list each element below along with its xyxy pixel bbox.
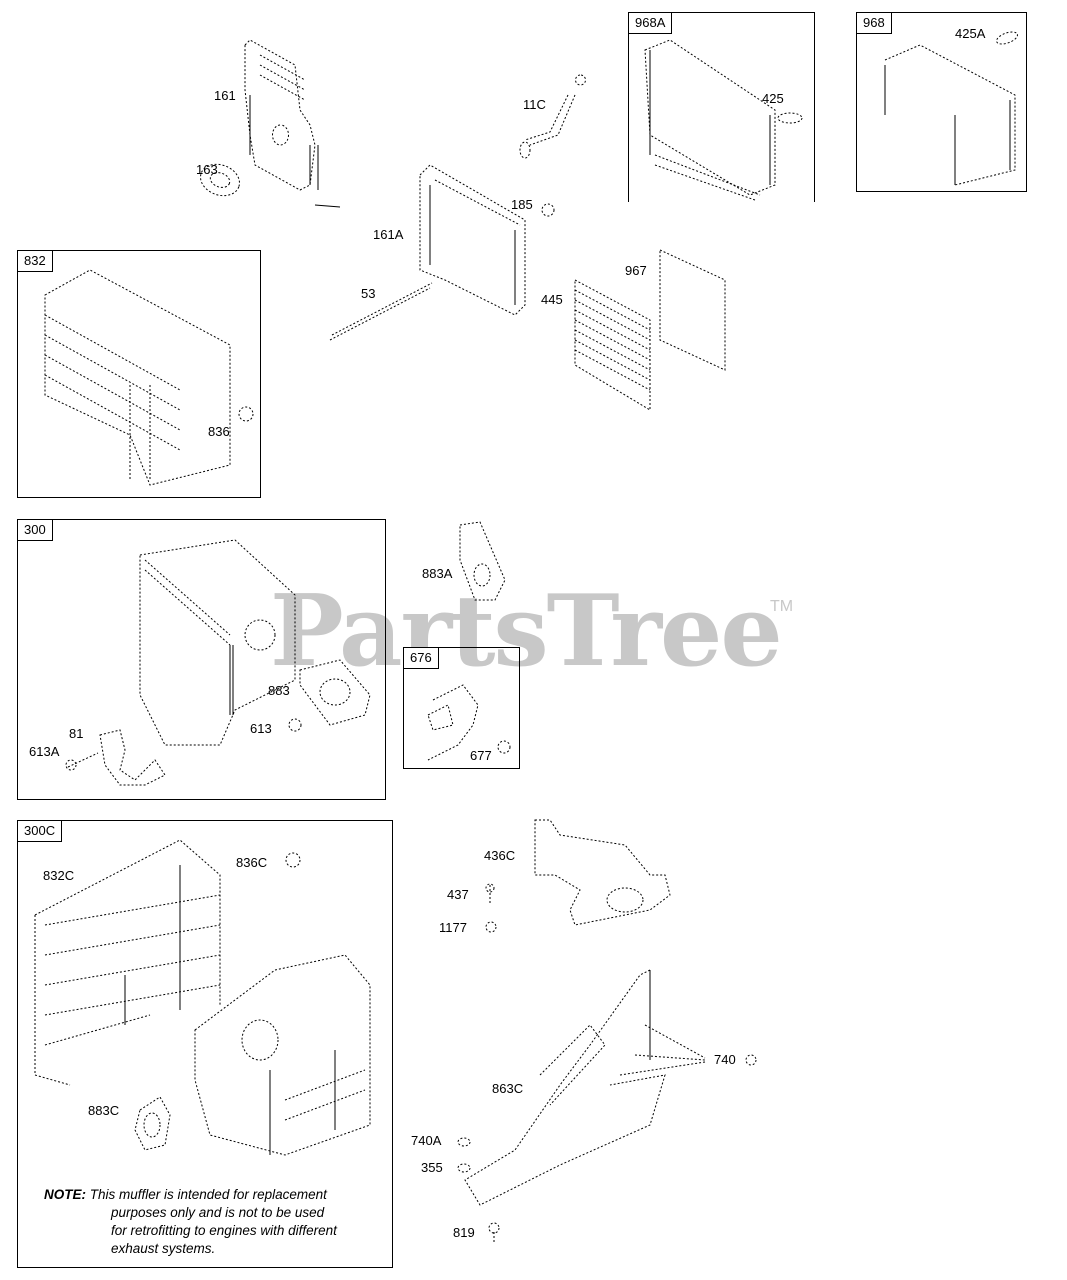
precleaner-967-drawing [659,249,726,371]
box-676: 676 [403,647,520,769]
callout-740a[interactable]: 740A [411,1133,442,1148]
screw-613-drawing [288,718,302,732]
callout-355[interactable]: 355 [421,1160,443,1175]
box-tag-300: 300 [18,520,53,541]
nut-1177-drawing [485,921,497,933]
box-tag-676: 676 [404,648,439,669]
note-heading: NOTE: [44,1187,86,1202]
gasket-163-drawing [200,163,240,197]
callout-967[interactable]: 967 [625,263,647,278]
callout-436c[interactable]: 436C [484,848,516,863]
muffler-guard-832-drawing [44,269,231,486]
callout-613[interactable]: 613 [250,721,272,736]
box-tag-968: 968 [857,13,892,34]
leader-740-drawing [619,1024,706,1076]
callout-185[interactable]: 185 [511,197,533,212]
air-cleaner-cover-drawing [884,44,1016,186]
screw-836-drawing [238,406,254,422]
air-filter-445-drawing [574,279,651,411]
screw-613a-drawing [65,752,99,771]
gasket-883a-drawing [459,521,506,601]
box-832: 832 [17,250,261,498]
bracket-863c-drawing [464,969,666,1206]
callout-883[interactable]: 883 [268,683,290,698]
callout-81[interactable]: 81 [69,726,84,741]
callout-163[interactable]: 163 [196,162,218,177]
box-968a: 968A [628,12,815,202]
callout-425a[interactable]: 425A [955,26,986,41]
nut-740a-drawing [457,1137,471,1147]
muffler-note: NOTE: This muffler is intended for repla… [44,1186,374,1258]
note-line-3: for retrofitting to engines with differe… [111,1223,337,1238]
callout-425[interactable]: 425 [762,91,784,106]
muffler-300c-drawing [194,954,371,1156]
gasket-883-drawing [299,659,371,726]
box-300: 300 [17,519,386,800]
screw-437-drawing [485,883,495,904]
callout-832c[interactable]: 832C [43,868,75,883]
screw-677-drawing [497,740,511,754]
box-tag-968a: 968A [629,13,673,34]
deflector-81-drawing [99,729,166,786]
callout-161a[interactable]: 161A [373,227,404,242]
washer-355-drawing [457,1163,471,1173]
note-line-1: This muffler is intended for replacement [89,1187,327,1202]
callout-883a[interactable]: 883A [422,566,453,581]
callout-836c[interactable]: 836C [236,855,268,870]
screw-819-drawing [488,1222,500,1244]
box-968: 968 [856,12,1027,192]
callout-1177[interactable]: 1177 [439,920,467,935]
callout-437[interactable]: 437 [447,887,469,902]
callout-677[interactable]: 677 [470,748,492,763]
muffler-300-drawing [139,539,296,746]
callout-883c[interactable]: 883C [88,1103,120,1118]
nut-740-drawing [745,1054,757,1066]
box-tag-300c: 300C [18,821,63,842]
nut-185-drawing [541,203,555,217]
callout-613a[interactable]: 613A [29,744,60,759]
tube-11c-drawing [519,74,586,159]
callout-740[interactable]: 740 [714,1052,736,1067]
note-line-4: exhaust systems. [111,1241,216,1256]
callout-161[interactable]: 161 [214,88,236,103]
spark-arrester-676-drawing [427,684,479,761]
breather-cover-161a-drawing [419,164,526,316]
callout-836[interactable]: 836 [208,424,230,439]
watermark-trademark: TM [770,598,794,615]
muffler-guard-832c-drawing [34,839,221,1086]
exhaust-elbow-436c-drawing [534,819,671,926]
callout-53[interactable]: 53 [361,286,376,301]
screw-425a-drawing [996,31,1018,45]
stud-53-drawing [329,282,433,341]
callout-445[interactable]: 445 [541,292,563,307]
box-300c: 300C [17,820,393,1268]
screw-836c-drawing [285,852,301,868]
air-cleaner-base-drawing [644,39,776,201]
callout-863c[interactable]: 863C [492,1081,524,1096]
callout-11c[interactable]: 11C [523,97,546,112]
gasket-883c-drawing [134,1096,171,1151]
breather-cover-drawing [244,39,341,208]
screw-425-drawing [777,112,803,124]
note-line-2: purposes only and is not to be used [111,1205,325,1220]
box-tag-832: 832 [18,251,53,272]
callout-819[interactable]: 819 [453,1225,475,1240]
